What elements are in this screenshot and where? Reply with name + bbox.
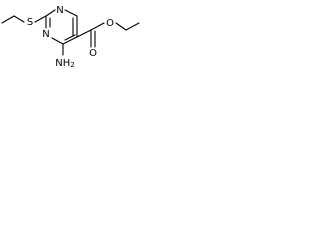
ester-single-oxygen-label: O — [106, 18, 114, 29]
structure-drawing: S N N O O NH2 — [1, 5, 140, 69]
bond-ch3-ch2-left — [1, 15, 15, 24]
bond-n1-c6 — [64, 9, 78, 17]
bond-carbonyl-oxygen-single — [90, 22, 105, 31]
bond-n3-c4 — [51, 37, 64, 45]
molecule-canvas: S N N O O NH2 — [0, 0, 158, 73]
bond-c4-c5-double — [64, 34, 76, 41]
sulfur-label: S — [27, 17, 33, 28]
bond-c5-carbonyl — [76, 29, 92, 38]
bond-c2-n1 — [45, 9, 56, 17]
amino-label-main: NH — [55, 58, 70, 69]
ring-nitrogen-top-label: N — [56, 5, 63, 16]
bond-c4-c5 — [62, 36, 78, 45]
ester-double-oxygen-label: O — [89, 48, 97, 59]
amino-label: NH2 — [55, 58, 74, 69]
bond-oxygen-ch2 — [115, 22, 127, 31]
bond-ch2-ch3-right — [125, 22, 140, 31]
ring-nitrogen-bottom-label: N — [42, 29, 49, 40]
bond-s-c2 — [34, 15, 47, 23]
bond-ch2-s — [13, 15, 25, 23]
amino-label-subscript: 2 — [70, 61, 74, 69]
